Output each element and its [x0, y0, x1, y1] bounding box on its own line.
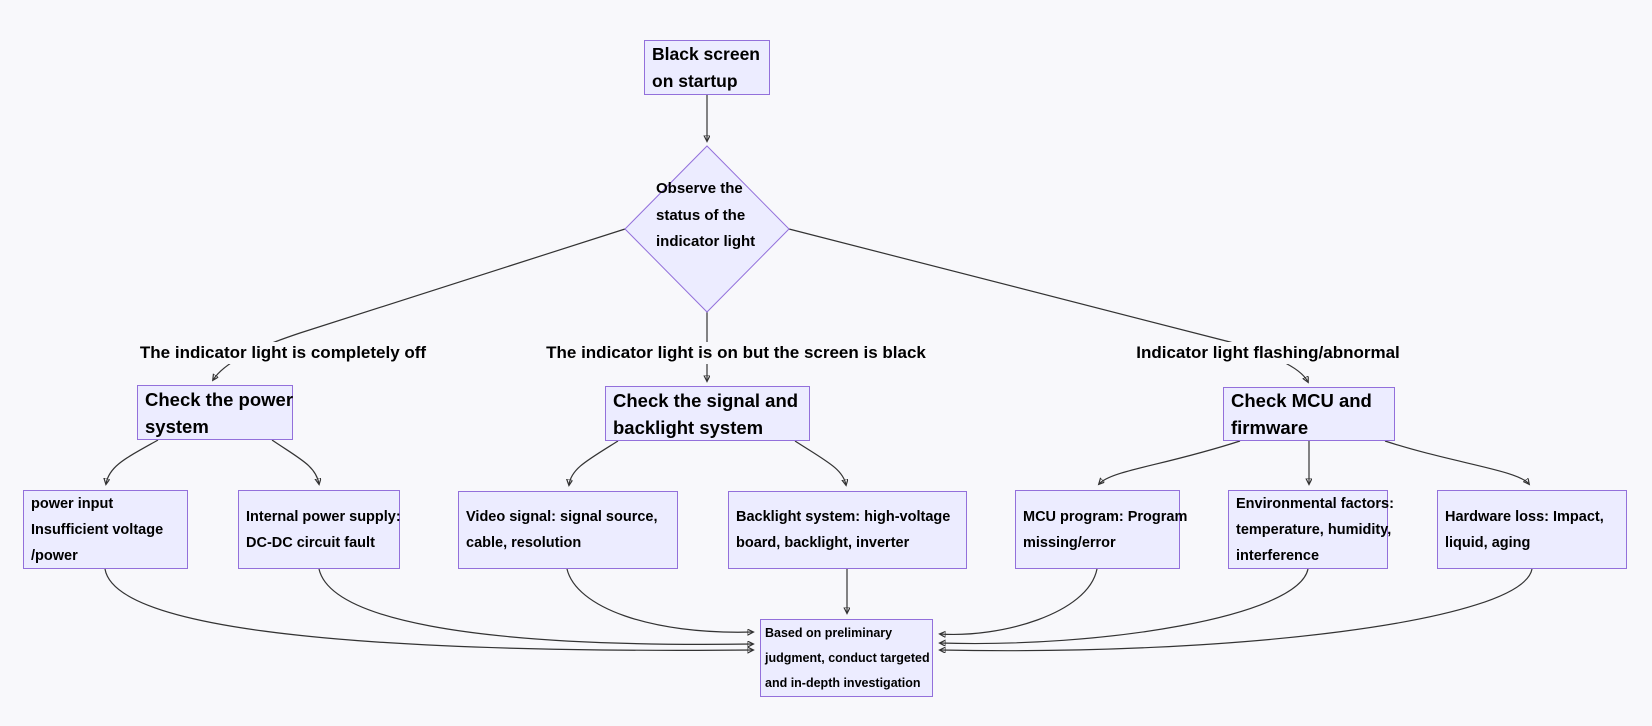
- node-check-power-system: Check the power system: [137, 385, 293, 440]
- node-conclusion: Based on preliminary judgment, conduct t…: [760, 619, 933, 697]
- node-check-power-system-label: Check the power system: [145, 388, 294, 437]
- node-check-mcu-firmware: Check MCU and firmware: [1223, 387, 1395, 441]
- node-hardware-loss: Hardware loss: Impact, liquid, aging: [1437, 490, 1627, 569]
- node-hardware-loss-label: Hardware loss: Impact, liquid, aging: [1445, 508, 1604, 551]
- node-observe-indicator-status: Observe the status of the indicator ligh…: [656, 180, 756, 250]
- edge-power-input-to-conclusion: [104, 568, 753, 650]
- decision-diamond-shape: [624, 145, 790, 313]
- edge-label-light-flashing: Indicator light flashing/abnormal: [1132, 342, 1404, 364]
- node-black-screen-on-startup-label: Black screen on startup: [652, 43, 760, 91]
- edge-mcu-program-to-conclusion: [940, 568, 1098, 634]
- node-black-screen-on-startup: Black screen on startup: [644, 40, 770, 95]
- edge-power-to-power-input: [106, 439, 159, 484]
- node-check-mcu-firmware-label: Check MCU and firmware: [1231, 390, 1372, 438]
- node-mcu-program: MCU program: Program missing/error: [1015, 490, 1187, 569]
- edge-power-to-internal-supply: [271, 439, 319, 484]
- node-check-signal-backlight: Check the signal and backlight system: [605, 386, 810, 441]
- edge-label-light-on-screen-black: The indicator light is on but the screen…: [542, 342, 930, 364]
- edge-internal-supply-to-conclusion: [318, 568, 753, 644]
- node-conclusion-label: Based on preliminary judgment, conduct t…: [765, 625, 930, 690]
- node-environmental-factors: Environmental factors: temperature, humi…: [1228, 490, 1394, 569]
- edge-label-light-off: The indicator light is completely off: [135, 342, 431, 364]
- node-internal-power-supply: Internal power supply: DC-DC circuit fau…: [238, 490, 401, 569]
- node-internal-power-supply-label: Internal power supply: DC-DC circuit fau…: [246, 508, 401, 551]
- edge-hardware-to-conclusion: [940, 568, 1533, 651]
- node-check-signal-backlight-label: Check the signal and backlight system: [613, 389, 799, 438]
- node-video-signal-label: Video signal: signal source, cable, reso…: [466, 509, 658, 551]
- node-power-input-label: power input Insufficient voltage /power: [31, 495, 164, 564]
- edge-signal-to-backlight: [794, 440, 846, 485]
- edge-mcu-to-mcu-program: [1099, 440, 1241, 484]
- edge-signal-to-video-signal: [569, 440, 619, 485]
- node-mcu-program-label: MCU program: Program missing/error: [1023, 508, 1188, 551]
- edge-environment-to-conclusion: [940, 568, 1309, 644]
- edge-mcu-to-hardware: [1384, 440, 1529, 484]
- node-backlight-system: Backlight system: high-voltage board, ba…: [728, 491, 967, 569]
- edge-video-signal-to-conclusion: [566, 568, 753, 632]
- node-power-input: power input Insufficient voltage /power: [23, 490, 188, 569]
- node-video-signal: Video signal: signal source, cable, reso…: [458, 491, 678, 569]
- node-environmental-factors-label: Environmental factors: temperature, humi…: [1236, 495, 1394, 564]
- node-backlight-system-label: Backlight system: high-voltage board, ba…: [736, 509, 951, 551]
